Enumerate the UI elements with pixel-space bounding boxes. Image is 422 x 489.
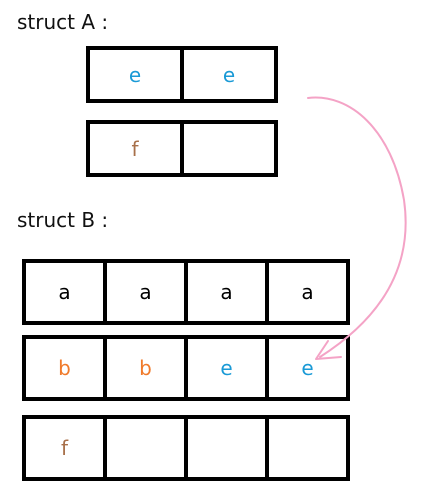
struct-b-cell: b — [58, 356, 71, 380]
struct-b-row-3: f — [22, 415, 350, 481]
struct-b-title: struct B : — [17, 208, 109, 232]
struct-a-row-2: f — [86, 120, 278, 177]
struct-a-cell: e — [180, 50, 274, 99]
struct-a-cell — [180, 124, 274, 173]
struct-a-title: struct A : — [17, 10, 109, 34]
struct-b-cell — [103, 419, 184, 477]
struct-b-cell — [265, 419, 346, 477]
struct-b-cell: a — [184, 263, 265, 321]
struct-b-cell — [184, 419, 265, 477]
struct-a-cell: f — [131, 136, 139, 161]
struct-a-cell: e — [128, 62, 142, 87]
struct-b-row-1: a a a a — [22, 259, 350, 325]
struct-b-cell: e — [265, 339, 346, 397]
struct-b-cell: e — [184, 339, 265, 397]
struct-b-cell: a — [103, 263, 184, 321]
struct-b-cell: a — [265, 263, 346, 321]
struct-b-cell: a — [58, 280, 71, 304]
struct-a-row-1: e e — [86, 46, 278, 103]
struct-b-row-2: b b e e — [22, 335, 350, 401]
struct-b-cell: f — [60, 436, 69, 460]
struct-b-cell: b — [103, 339, 184, 397]
